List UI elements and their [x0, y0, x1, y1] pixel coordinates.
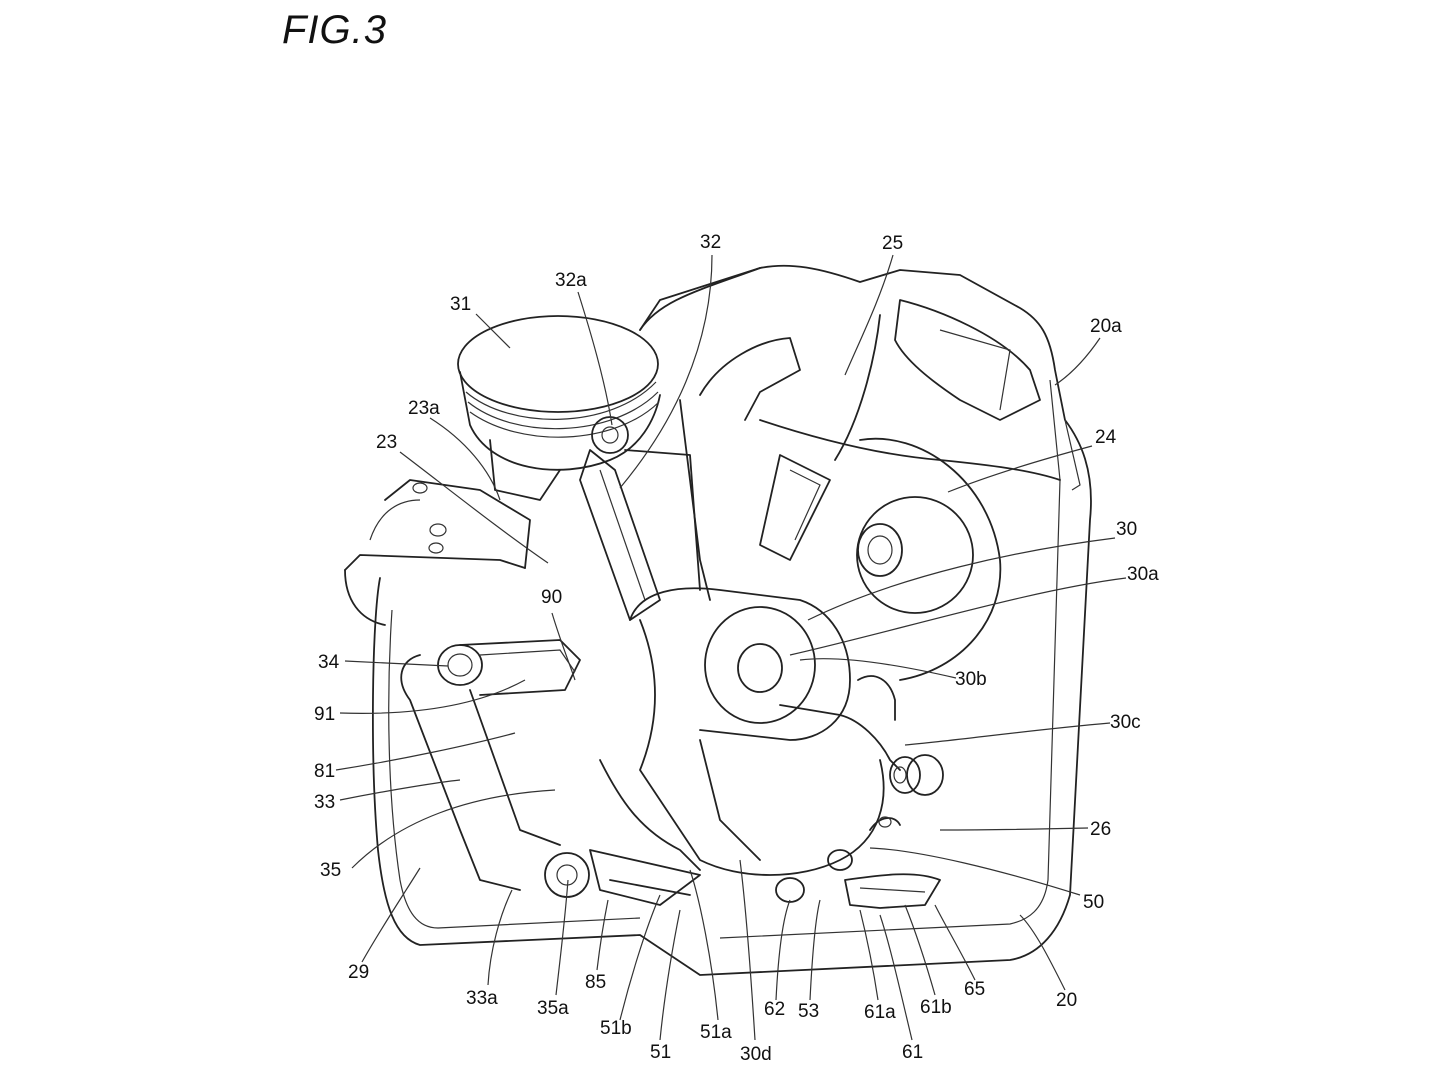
- label-35: 35: [320, 860, 341, 881]
- label-65: 65: [964, 979, 985, 1000]
- crankcase-outline: [372, 264, 1092, 976]
- label-25: 25: [882, 233, 903, 254]
- cylinder-block: [639, 267, 1061, 601]
- bottom-components: [589, 816, 941, 909]
- label-33a: 33a: [466, 988, 498, 1009]
- label-20: 20: [1056, 990, 1077, 1011]
- label-29: 29: [348, 962, 369, 983]
- connecting-rod: [579, 449, 701, 621]
- label-90: 90: [541, 587, 562, 608]
- label-23: 23: [376, 432, 397, 453]
- label-61: 61: [902, 1042, 923, 1063]
- label-53: 53: [798, 1001, 819, 1022]
- leader-lines: [335, 254, 1127, 1041]
- label-26: 26: [1090, 819, 1111, 840]
- label-91: 91: [314, 704, 335, 725]
- label-30b: 30b: [955, 669, 987, 690]
- label-24: 24: [1095, 427, 1117, 448]
- left-flange: [369, 479, 531, 569]
- label-34: 34: [318, 652, 340, 673]
- label-20a: 20a: [1090, 316, 1122, 337]
- label-51: 51: [650, 1042, 671, 1063]
- label-81: 81: [314, 761, 335, 782]
- label-30c: 30c: [1110, 712, 1141, 733]
- label-32: 32: [700, 232, 721, 253]
- label-33: 33: [314, 792, 335, 813]
- piston: [457, 315, 661, 501]
- figure-title: FIG.3: [282, 8, 388, 52]
- crankshaft: [599, 587, 944, 876]
- label-32a: 32a: [555, 270, 587, 291]
- label-51a: 51a: [700, 1022, 732, 1043]
- label-85: 85: [585, 972, 606, 993]
- label-35a: 35a: [537, 998, 569, 1019]
- label-50: 50: [1083, 892, 1104, 913]
- label-61a: 61a: [864, 1002, 896, 1023]
- label-31: 31: [450, 294, 471, 315]
- bearing-boss: [856, 437, 1002, 681]
- label-30a: 30a: [1127, 564, 1159, 585]
- label-51b: 51b: [600, 1018, 632, 1039]
- reference-labels: 31 32a 32 25 20a 23a 23 24 30 30a 90 34 …: [314, 232, 1159, 1065]
- label-30: 30: [1116, 519, 1137, 540]
- label-62: 62: [764, 999, 785, 1020]
- label-23a: 23a: [408, 398, 440, 419]
- label-61b: 61b: [920, 997, 952, 1018]
- label-30d: 30d: [740, 1044, 772, 1065]
